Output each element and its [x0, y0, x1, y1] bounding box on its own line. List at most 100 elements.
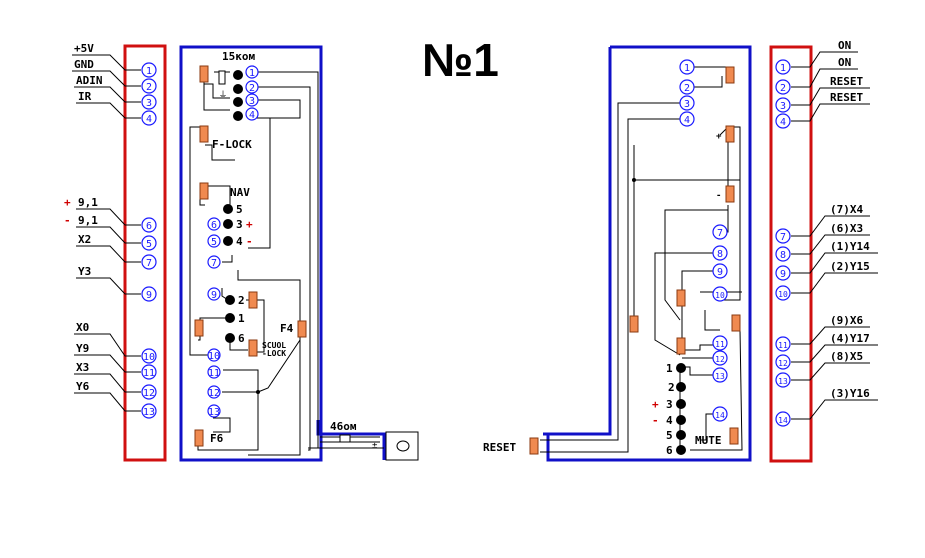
- pin-number: 2: [684, 83, 690, 94]
- pin-number: 2: [146, 82, 152, 93]
- pin-number: 11: [778, 341, 788, 350]
- pin-circle: [775, 411, 791, 427]
- pin-number: 4: [146, 114, 152, 125]
- pin-circle: [141, 364, 157, 380]
- left-board-switches: [194, 65, 307, 447]
- pin-number: 6: [211, 220, 217, 231]
- pin-circle: [245, 65, 259, 79]
- switch-icon: [725, 125, 735, 143]
- pin-circle: [775, 113, 791, 129]
- right-label: (9)X6: [830, 314, 863, 327]
- pin-circle: [712, 245, 728, 261]
- diagram-title: №1: [422, 34, 499, 86]
- nav-pin-label: 4: [236, 235, 243, 248]
- mid-pin-label: 6: [238, 332, 245, 345]
- pin-circle: [207, 217, 221, 231]
- pin-circle: [712, 335, 728, 351]
- mount-hole-icon: [396, 440, 410, 452]
- right-label: (8)X5: [830, 350, 863, 363]
- pad-dot: [233, 70, 243, 80]
- switch-icon: [248, 291, 258, 309]
- pad-dot: [676, 415, 686, 425]
- pin-number: 11: [715, 340, 725, 349]
- switch-icon: [529, 437, 539, 455]
- right-connector-labels: ON ON RESET RESET (7)X4 (6)X3 (1)Y14 (2)…: [830, 39, 870, 400]
- pin-circle: [712, 286, 728, 302]
- switch-icon: [194, 429, 204, 447]
- right-leader-lines: [791, 51, 878, 420]
- pin-number: 1: [249, 68, 255, 79]
- pin-number: 6: [146, 221, 152, 232]
- f4-label: F4: [280, 322, 294, 335]
- pin-circle: [712, 224, 728, 240]
- pin-circle: [141, 286, 157, 302]
- pin-number: 13: [208, 407, 220, 418]
- pin-circle: [712, 350, 728, 366]
- pin-number: 3: [684, 99, 690, 110]
- pad-dot: [676, 382, 686, 392]
- pin-number: 10: [715, 291, 725, 300]
- pin-circle: [679, 111, 695, 127]
- switch-icon: [248, 339, 258, 357]
- switch-icon: [194, 319, 204, 337]
- pin-circle: [775, 97, 791, 113]
- left-label: X2: [78, 233, 91, 246]
- left-label: Y3: [78, 265, 91, 278]
- bottom-pin-label: 4: [666, 414, 673, 427]
- left-label: Y9: [76, 342, 89, 355]
- bottom-pin-label: 6: [666, 444, 673, 457]
- pad-dot: [233, 97, 243, 107]
- left-board-frame: [179, 45, 323, 462]
- resistor2-sign: ±: [372, 441, 378, 451]
- pin-circle: [207, 404, 221, 418]
- left-minus-sign: -: [64, 214, 71, 227]
- pin-circle: [679, 79, 695, 95]
- right-label: (3)Y16: [830, 387, 870, 400]
- mounting-tab: [385, 431, 419, 461]
- right-label: (7)X4: [830, 203, 863, 216]
- pin-number: 4: [684, 115, 690, 126]
- pin-circle: [775, 59, 791, 75]
- left-connector-pins: 1 2 3 4 6 5 7 9 10 11 12 13: [141, 62, 157, 419]
- pin-number: 14: [778, 416, 788, 425]
- right-board-side-pins: 7 8 9 10 11 12 13 14: [712, 224, 728, 422]
- pin-circle: [712, 367, 728, 383]
- right-board-frame: [546, 45, 752, 462]
- left-board-top-pins: 1 2 3 4: [233, 65, 259, 121]
- pad-dot: [225, 313, 235, 323]
- pin-number: 1: [684, 63, 690, 74]
- lock-label: -LOCK: [262, 349, 286, 358]
- scuol-label: SCUOL: [262, 341, 286, 350]
- nav-label: NAV: [230, 186, 250, 199]
- nav-pin-label: 5: [236, 203, 243, 216]
- pin-number: 8: [780, 250, 786, 261]
- pin-circle: [245, 93, 259, 107]
- pin-number: 13: [778, 377, 788, 386]
- pin-number: 12: [715, 355, 725, 364]
- pin-circle: [775, 336, 791, 352]
- pin-number: 13: [715, 372, 725, 381]
- pin-circle: [207, 234, 221, 248]
- bottom-pin-label: 5: [666, 429, 673, 442]
- pad-dot: [223, 236, 233, 246]
- pin-number: 9: [146, 290, 152, 301]
- pad-dot: [676, 363, 686, 373]
- resistor-label: 15ком: [222, 50, 255, 63]
- junction-dot: [632, 178, 636, 182]
- left-label: X3: [76, 361, 89, 374]
- left-plus-sign: +: [64, 196, 71, 209]
- right-connector-frame: [769, 45, 813, 463]
- left-connector-labels: +5V GND ADIN IR + 9,1 - 9,1 X2 Y3 X0 Y9 …: [64, 42, 103, 393]
- resistor-icon: [339, 434, 351, 443]
- pad-dot: [223, 219, 233, 229]
- pin-circle: [141, 384, 157, 400]
- pin-number: 13: [143, 407, 155, 418]
- pin-circle: [775, 372, 791, 388]
- bottom-plus-sign: +: [652, 398, 659, 411]
- right-label: (4)Y17: [830, 332, 870, 345]
- resistor2-label: 46ом: [330, 420, 357, 433]
- pin-number: 14: [715, 411, 725, 420]
- nav-pins: 5 6 3 + 5 4 - 7: [207, 203, 253, 269]
- switch-icon: [725, 66, 735, 84]
- pin-number: 5: [211, 237, 217, 248]
